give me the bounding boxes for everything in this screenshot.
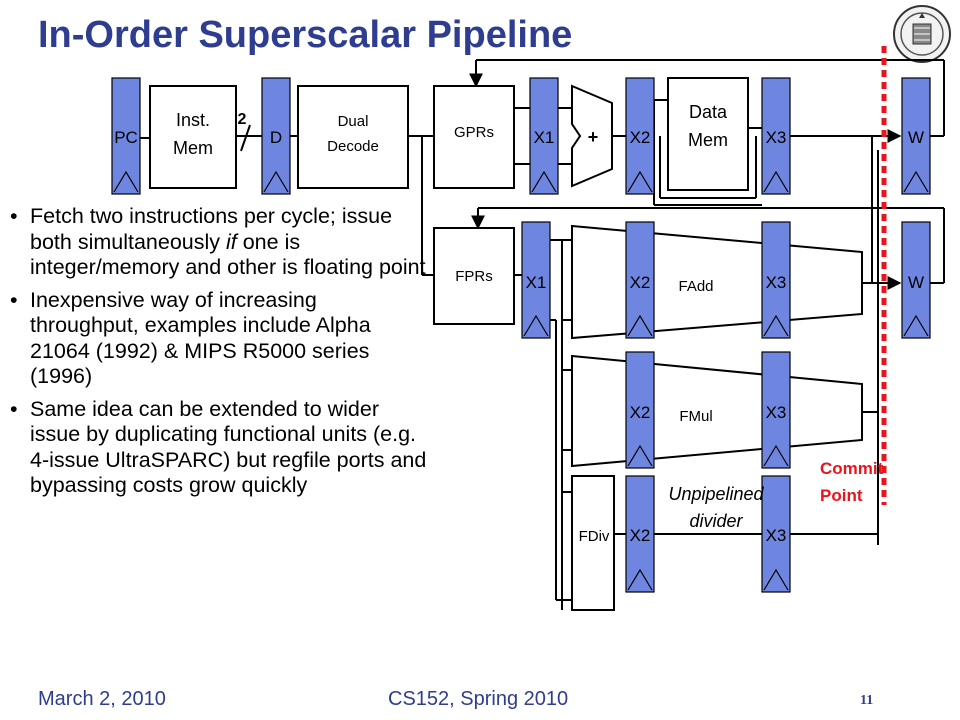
- fdiv-label: FDiv: [579, 528, 610, 545]
- inst-mem-label-line1: Inst.: [176, 110, 210, 130]
- bullet-item: Fetch two instructions per cycle; issue …: [8, 204, 428, 281]
- data-mem-label-line2: Mem: [688, 130, 728, 150]
- gprs-block: [433, 85, 515, 189]
- data-mem-block: [667, 77, 749, 191]
- pipeline-register-x2-int: [625, 77, 655, 195]
- dual-decode-label-line2: Decode: [327, 138, 379, 155]
- stage-label-w-int: W: [908, 128, 924, 147]
- stage-label-x1-fp: X1: [526, 273, 547, 292]
- pipeline-register-pc: [111, 77, 141, 195]
- slide-title: In-Order Superscalar Pipeline: [38, 14, 573, 56]
- footer-course: CS152, Spring 2010: [388, 688, 569, 710]
- stage-label-x3-int: X3: [766, 128, 787, 147]
- dual-decode-block: [297, 85, 409, 189]
- stage-label-x2-fmul: X2: [630, 403, 651, 422]
- bullet-emphasis: if: [226, 229, 237, 254]
- stage-label-x3-fadd: X3: [766, 273, 787, 292]
- footer-date: March 2, 2010: [38, 688, 166, 710]
- adder-label: +: [588, 127, 599, 147]
- page-number: 11: [860, 693, 874, 708]
- stage-label-w-fp: W: [908, 273, 924, 292]
- unpipelined-label-line1: Unpipelined: [668, 484, 764, 504]
- stage-label-pc: PC: [114, 128, 138, 147]
- data-mem-label-line1: Data: [689, 102, 728, 122]
- stage-label-x2-fadd: X2: [630, 273, 651, 292]
- pipeline-register-x2-fmul: [625, 351, 655, 469]
- commit-point-label-line2: Point: [820, 486, 863, 505]
- pipeline-register-d: [261, 77, 291, 195]
- fdiv-unit: [571, 475, 615, 611]
- unpipelined-label-line2: divider: [689, 511, 743, 531]
- pipeline-register-x1-int: [529, 77, 559, 195]
- fprs-label: FPRs: [455, 268, 493, 285]
- commit-point-label-line1: Commit: [820, 459, 884, 478]
- pipeline-register-x1-fp: [521, 221, 551, 339]
- bullet-item: Same idea can be extended to wider issue…: [8, 397, 428, 499]
- dual-decode-label-line1: Dual: [338, 113, 369, 130]
- pipeline-register-x2-fdiv: [625, 475, 655, 593]
- fmul-label: FMul: [679, 408, 712, 425]
- fprs-block: [433, 227, 515, 325]
- gprs-label: GPRs: [454, 124, 494, 141]
- stage-label-x1-int: X1: [534, 128, 555, 147]
- bullet-text: Inexpensive way of increasing throughput…: [30, 287, 371, 389]
- stage-label-x3-fdiv: X3: [766, 526, 787, 545]
- pipeline-register-x3-fdiv: [761, 475, 791, 593]
- bullet-text: Same idea can be extended to wider issue…: [30, 396, 427, 498]
- bullet-text: Fetch two instructions per cycle; issue …: [30, 204, 393, 254]
- inst-mem-block: [149, 85, 237, 189]
- inst-mem-label-line2: Mem: [173, 138, 213, 158]
- bullet-item: Inexpensive way of increasing throughput…: [8, 288, 428, 390]
- pipeline-register-w-fp: [901, 221, 931, 339]
- pipeline-register-x3-fadd: [761, 221, 791, 339]
- stage-label-d: D: [270, 128, 282, 147]
- fetch-width-label: 2: [238, 111, 247, 128]
- stage-label-x2-fdiv: X2: [630, 526, 651, 545]
- university-seal-logo: [893, 5, 951, 63]
- fmul-unit: [571, 354, 863, 468]
- pipeline-register-x3-int: [761, 77, 791, 195]
- fadd-label: FAdd: [678, 278, 713, 295]
- pipeline-register-x3-fmul: [761, 351, 791, 469]
- fadd-unit: [571, 224, 863, 340]
- bullet-text-continued: one is integer/memory and other is float…: [30, 229, 426, 280]
- pipeline-register-x2-fadd: [625, 221, 655, 339]
- stage-label-x3-fmul: X3: [766, 403, 787, 422]
- bullet-list: Fetch two instructions per cycle; issue …: [8, 204, 428, 506]
- pipeline-register-w-int: [901, 77, 931, 195]
- alu-adder: [571, 84, 613, 188]
- stage-label-x2-int: X2: [630, 128, 651, 147]
